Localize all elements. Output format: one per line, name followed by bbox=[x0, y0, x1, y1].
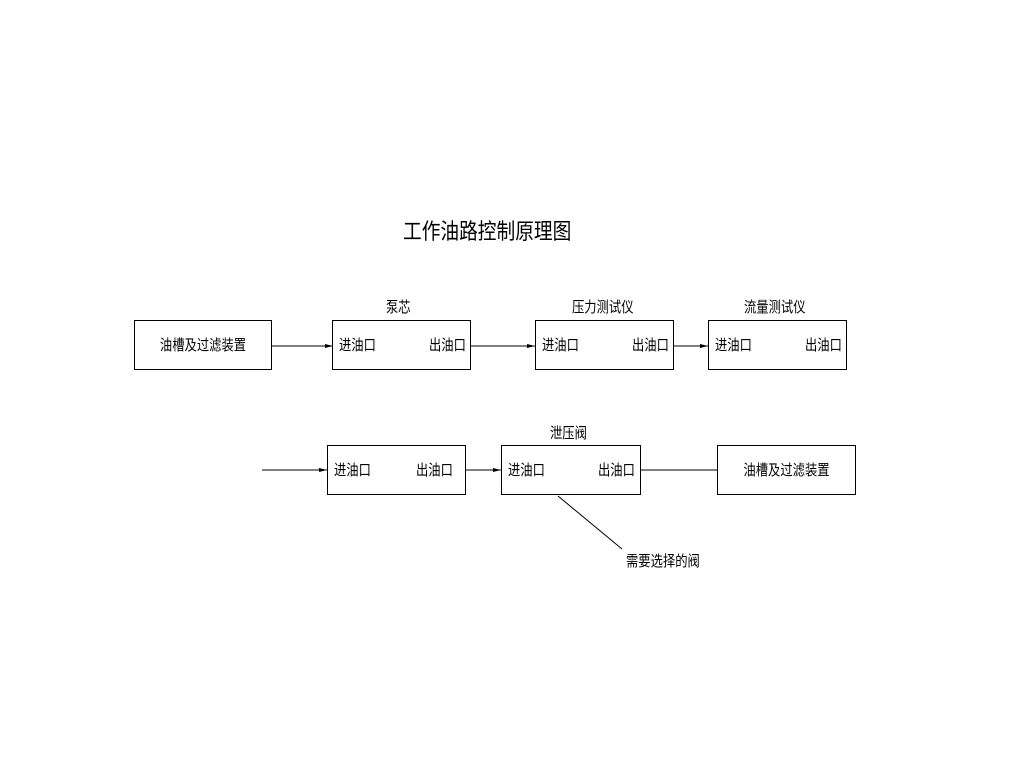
flow-tester-box: 进油口 出油口 bbox=[708, 320, 847, 370]
flow-tester-inlet: 进油口 bbox=[715, 336, 752, 354]
tank-filter-label-bottom: 油槽及过滤装置 bbox=[743, 461, 830, 479]
pressure-tester-inlet: 进油口 bbox=[542, 336, 579, 354]
pressure-tester-outlet: 出油口 bbox=[632, 336, 669, 354]
annotation-leader-line bbox=[557, 495, 623, 550]
pump-core-box: 进油口 出油口 bbox=[332, 320, 471, 370]
pressure-tester-box: 进油口 出油口 bbox=[535, 320, 674, 370]
valve-box: 进油口 出油口 bbox=[327, 445, 466, 495]
arrowhead-pressure-inlet bbox=[527, 344, 535, 348]
flow-tester-outlet: 出油口 bbox=[805, 336, 842, 354]
relief-valve-inlet: 进油口 bbox=[508, 461, 545, 479]
arrowhead-flow-inlet bbox=[700, 344, 708, 348]
diagram-title: 工作油路控制原理图 bbox=[403, 220, 572, 245]
relief-valve-outlet: 出油口 bbox=[598, 461, 635, 479]
tank-filter-label: 油槽及过滤装置 bbox=[159, 336, 247, 354]
arrowhead-valve-a-inlet bbox=[319, 468, 327, 472]
tank-filter-box-bottom: 油槽及过滤装置 bbox=[717, 445, 856, 495]
valve-inlet: 进油口 bbox=[334, 461, 371, 479]
arrowhead-pump-inlet bbox=[325, 344, 333, 348]
pressure-tester-title: 压力测试仪 bbox=[572, 298, 634, 316]
pump-core-outlet: 出油口 bbox=[429, 336, 466, 354]
relief-valve-box: 进油口 出油口 bbox=[501, 445, 641, 495]
tank-filter-box-top: 油槽及过滤装置 bbox=[134, 320, 272, 370]
pump-core-inlet: 进油口 bbox=[339, 336, 376, 354]
flow-tester-title: 流量测试仪 bbox=[744, 298, 806, 316]
relief-valve-title: 泄压阀 bbox=[550, 424, 587, 442]
annotation-text: 需要选择的阀 bbox=[626, 552, 700, 570]
pump-core-title: 泵芯 bbox=[386, 298, 411, 316]
arrowhead-relief-inlet bbox=[493, 468, 501, 472]
valve-outlet: 出油口 bbox=[416, 461, 453, 479]
